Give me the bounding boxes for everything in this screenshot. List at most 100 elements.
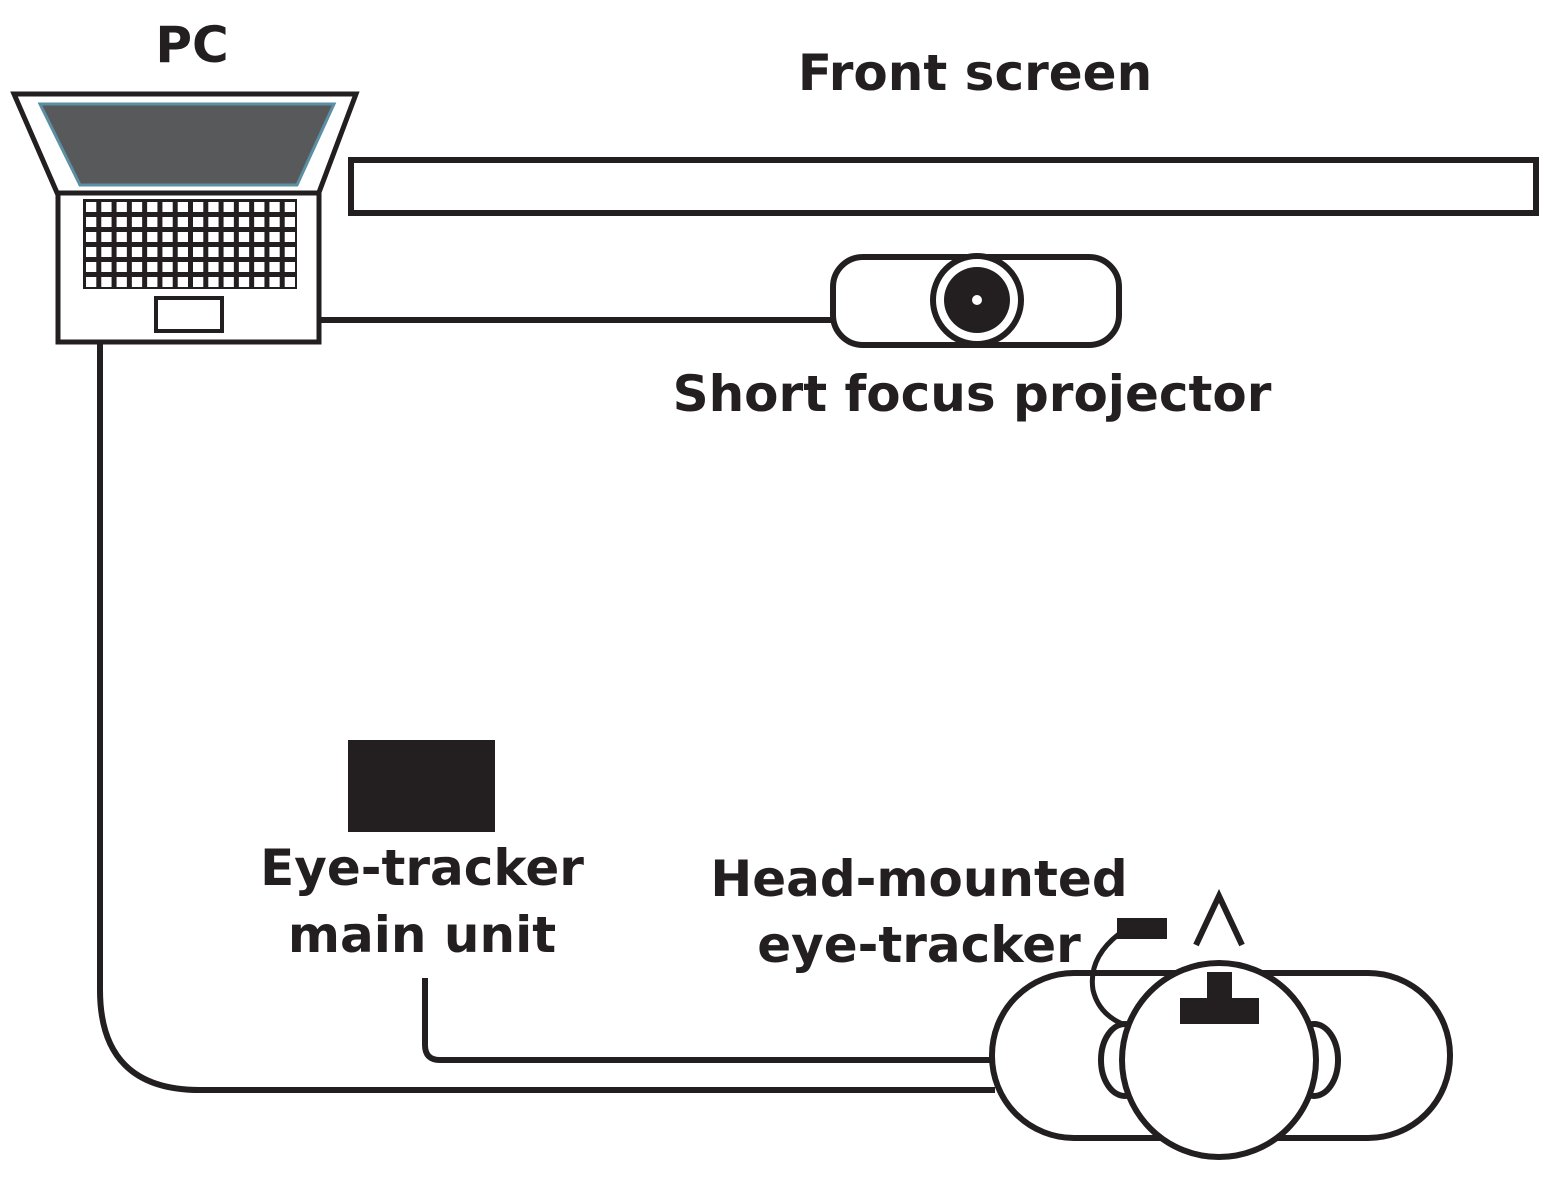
keyboard-key [162, 202, 173, 212]
laptop-icon [10, 91, 360, 345]
keyboard-key [223, 202, 234, 212]
keyboard-key [269, 277, 280, 287]
keyboard-key [177, 277, 188, 287]
keyboard-key [162, 247, 173, 257]
keyboard-key [193, 262, 204, 272]
keyboard-key [101, 217, 112, 227]
keyboard-key [131, 202, 143, 212]
keyboard-key [116, 217, 127, 227]
keyboard-key [269, 247, 280, 257]
keyboard-key [284, 232, 295, 242]
front-screen-label: Front screen [798, 44, 1152, 102]
keyboard-key [147, 277, 158, 287]
keyboard-key [254, 232, 265, 242]
keyboard-key [238, 277, 250, 287]
keyboard-key [86, 277, 97, 287]
keyboard-key [162, 262, 173, 272]
keyboard-key [208, 217, 219, 227]
keyboard-key [147, 202, 158, 212]
keyboard-key [162, 277, 173, 287]
keyboard-key [223, 277, 234, 287]
keyboard-key [116, 277, 127, 287]
keyboard-key [101, 247, 112, 257]
keyboard-key [238, 217, 250, 227]
keyboard-key [269, 262, 280, 272]
main-unit-to-subject-cable [422, 978, 1000, 1063]
keyboard-key [254, 277, 265, 287]
keyboard-key [131, 247, 143, 257]
keyboard-key [223, 232, 234, 242]
cables [97, 317, 1000, 1093]
keyboard-key [269, 232, 280, 242]
keyboard-key [131, 277, 143, 287]
keyboard-key [284, 217, 295, 227]
keyboard-key [116, 247, 127, 257]
person-top-view-icon [989, 888, 1453, 1160]
keyboard-key [193, 217, 204, 227]
keyboard-key [208, 262, 219, 272]
pc-to-subject-cable [97, 342, 995, 1093]
keyboard-key [284, 247, 295, 257]
keyboard-key [86, 247, 97, 257]
keyboard-key [193, 202, 204, 212]
keyboard-key [177, 262, 188, 272]
keyboard-key [223, 262, 234, 272]
head-mounted-label-line2: eye-tracker [757, 916, 1081, 974]
keyboard-key [254, 217, 265, 227]
keyboard-key [208, 232, 219, 242]
keyboard-key [86, 202, 97, 212]
keyboard-key [208, 277, 219, 287]
keyboard-key [269, 217, 280, 227]
keyboard-key [284, 277, 295, 287]
projector-icon [830, 253, 1122, 348]
keyboard-key [238, 232, 250, 242]
main-unit-label-line1: Eye-tracker [260, 839, 584, 897]
keyboard-key [208, 247, 219, 257]
keyboard-key [147, 247, 158, 257]
keyboard-key [147, 232, 158, 242]
keyboard-key [254, 247, 265, 257]
keyboard-key [86, 217, 97, 227]
keyboard-key [162, 217, 173, 227]
keyboard-key [177, 202, 188, 212]
keyboard-key [116, 262, 127, 272]
keyboard-key [177, 232, 188, 242]
keyboard-key [86, 232, 97, 242]
keyboard-key [101, 202, 112, 212]
keyboard-key [101, 232, 112, 242]
keyboard-key [208, 202, 219, 212]
keyboard-key [116, 202, 127, 212]
keyboard-key [131, 217, 143, 227]
eye-tracker-box-icon [348, 740, 495, 832]
head-mounted-camera-cable [1089, 932, 1126, 1028]
keyboard-key [147, 262, 158, 272]
keyboard-key [86, 262, 97, 272]
pc-label: PC [155, 16, 228, 74]
keyboard-key [284, 262, 295, 272]
keyboard-base [83, 199, 297, 289]
keyboard-key [177, 247, 188, 257]
keyboard-key [177, 217, 188, 227]
keyboard-key [116, 232, 127, 242]
keyboard-key [101, 262, 112, 272]
keyboard-key [284, 202, 295, 212]
keyboard-key [131, 232, 143, 242]
projector-label: Short focus projector [673, 365, 1272, 423]
head-mounted-camera-icon [1117, 918, 1167, 939]
keyboard-key [254, 262, 265, 272]
keyboard-key [193, 247, 204, 257]
keyboard-key [254, 202, 265, 212]
keyboard-key [147, 217, 158, 227]
keyboard-key [101, 277, 112, 287]
front-screen [348, 157, 1539, 216]
trackpad [154, 296, 224, 333]
keyboard-key [223, 217, 234, 227]
keyboard-key [131, 262, 143, 272]
keyboard-key [193, 232, 204, 242]
keyboard-key [193, 277, 204, 287]
keyboard-key [162, 232, 173, 242]
keyboard-key [238, 202, 250, 212]
main-unit-label-line2: main unit [288, 906, 556, 964]
keyboard-key [238, 247, 250, 257]
